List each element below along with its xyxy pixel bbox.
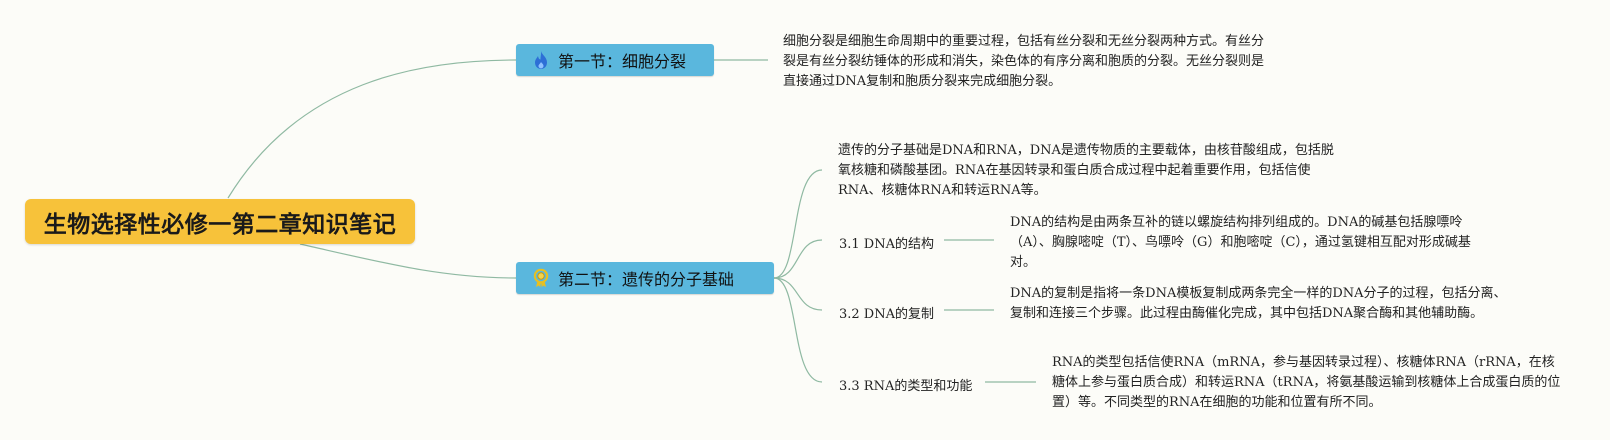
connector-sec2-note bbox=[773, 169, 823, 279]
medal-icon bbox=[532, 268, 550, 288]
subtopic-note: DNA的结构是由两条互补的链以螺旋结构排列组成的。DNA的碱基包括腺嘌呤（A）、… bbox=[1010, 215, 1471, 270]
section-molecular-basis[interactable]: 第二节：遗传的分子基础 bbox=[516, 262, 774, 294]
section-cell-division[interactable]: 第一节：细胞分裂 bbox=[516, 44, 714, 76]
connector-sec2-sub32 bbox=[773, 277, 823, 311]
section-label: 第一节：细胞分裂 bbox=[558, 52, 687, 71]
connector-sec2-sub31 bbox=[773, 239, 823, 279]
subtopic-note: RNA的类型包括信使RNA（mRNA，参与基因转录过程）、核糖体RNA（rRNA… bbox=[1052, 355, 1561, 410]
subtopic-dna-structure[interactable]: 3.1 DNA的结构 bbox=[839, 237, 934, 252]
connector-root-sec1 bbox=[227, 59, 517, 199]
connector-root-sec2 bbox=[299, 243, 517, 279]
root-topic[interactable]: 生物选择性必修一第二章知识笔记 bbox=[25, 199, 415, 244]
section-label: 第二节：遗传的分子基础 bbox=[558, 270, 735, 289]
flame-icon bbox=[532, 50, 550, 70]
connector-sec2-sub33 bbox=[773, 277, 823, 383]
root-title: 生物选择性必修一第二章知识笔记 bbox=[43, 211, 397, 238]
subtopic-note: DNA的复制是指将一条DNA模板复制成两条完全一样的DNA分子的过程，包括分离、… bbox=[1010, 286, 1507, 321]
subtopic-rna-types[interactable]: 3.3 RNA的类型和功能 bbox=[839, 379, 973, 394]
subtopic-dna-replication[interactable]: 3.2 DNA的复制 bbox=[839, 307, 934, 322]
section-note: 细胞分裂是细胞生命周期中的重要过程，包括有丝分裂和无丝分裂两种方式。有丝分裂是有… bbox=[783, 34, 1265, 89]
section-note: 遗传的分子基础是DNA和RNA，DNA是遗传物质的主要载体，由核苷酸组成，包括脱… bbox=[838, 143, 1334, 198]
